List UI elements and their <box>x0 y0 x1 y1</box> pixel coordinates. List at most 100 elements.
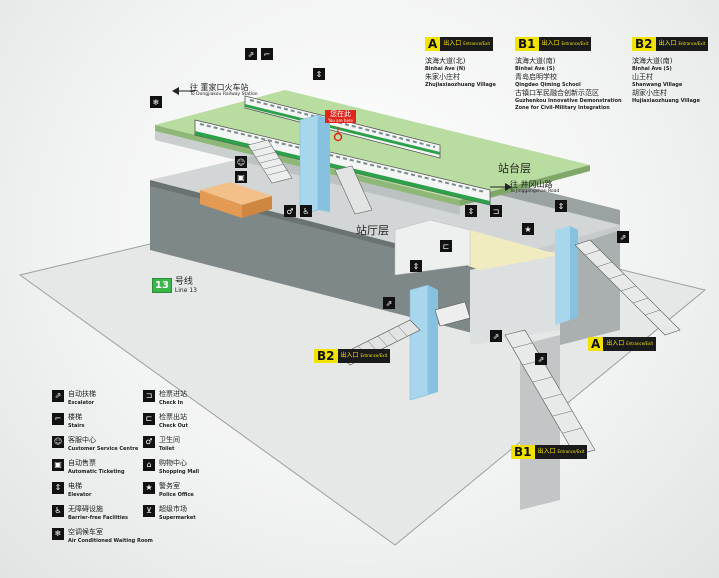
floating-exit-a-tag: 出入口 Entrance/Exit <box>603 336 657 351</box>
platform-floor <box>155 90 590 200</box>
ac-waiting-room-icon: ❄ <box>52 528 64 540</box>
svg-text:⇗: ⇗ <box>620 233 627 242</box>
legend-label-cn: 自动售票 <box>68 459 96 467</box>
exit-b1-dest-2-en: Guzhenkou Innovative Demonstration Zone … <box>515 98 622 111</box>
exit-b2-dest-0-en: Binhai Ave (S) <box>632 66 672 72</box>
legend-label-en: Air Conditioned Waiting Room <box>68 538 153 544</box>
legend-label-en: Check Out <box>159 423 188 429</box>
exit-b2-dest-1-cn: 山王村 <box>632 73 653 81</box>
you-are-here-cn: 您在此 <box>329 110 351 118</box>
exit-a-code: A <box>425 36 441 51</box>
legend-item: ⌐ 楼梯 Stairs <box>52 413 85 431</box>
legend-label-en: Police Office <box>159 492 194 498</box>
svg-text:♂: ♂ <box>286 207 293 216</box>
svg-text:⊏: ⊏ <box>443 242 450 251</box>
legend-text: 楼梯 Stairs <box>68 413 85 431</box>
legend-label-cn: 电梯 <box>68 482 82 490</box>
legend-item: ♿ 无障碍设施 Barrier-free Facilities <box>52 505 128 523</box>
exit-a-tag-cn: 出入口 <box>443 39 462 47</box>
svg-text:☺: ☺ <box>237 158 245 167</box>
exit-b2-dest-2-en: Hujiaxiaozhuang Village <box>632 98 700 104</box>
concourse-level-label: 站厅层 <box>356 224 389 237</box>
exit-b1-tag: 出入口 Entrance/Exit <box>538 36 592 51</box>
svg-text:★: ★ <box>524 225 531 234</box>
floating-exit-b2-tag-cn: 出入口 <box>340 351 359 359</box>
legend-text: 自动扶梯 Escalator <box>68 390 96 408</box>
svg-text:⌐: ⌐ <box>264 50 271 59</box>
legend-label-en: Barrier-free Facilities <box>68 515 128 521</box>
exit-b2-tag-cn: 出入口 <box>658 39 677 47</box>
direction-right-label: 往 井冈山路 To Jinggangshan Road <box>510 180 559 194</box>
exit-b1-dest-1-cn: 青岛启明学校 <box>515 73 557 81</box>
line-number: 13 <box>152 278 172 293</box>
toilet-icon: ♂ <box>143 436 155 448</box>
exit-b2-dest-0-cn: 滨海大道(南) <box>632 57 673 65</box>
svg-text:⇗: ⇗ <box>493 332 500 341</box>
floating-exit-a-tag-en: Entrance/Exit <box>626 340 654 346</box>
legend-text: 自动售票 Automatic Ticketing <box>68 459 125 477</box>
exit-b1-stairs <box>504 329 596 456</box>
exit-b1-dest-2-cn: 古镇口军民融合创新示范区 <box>515 89 599 97</box>
legend-label-cn: 自动扶梯 <box>68 390 96 398</box>
legend-label-en: Automatic Ticketing <box>68 469 125 475</box>
legend-label-en: Stairs <box>68 423 85 429</box>
passage-floor <box>470 250 560 345</box>
exit-b1-tag-cn: 出入口 <box>541 39 560 47</box>
exit-b2-tag-en: Entrance/Exit <box>678 40 706 46</box>
line-cn: 号线 <box>174 277 193 287</box>
svg-text:⇗: ⇗ <box>538 355 545 364</box>
exit-b1-dest-1-en: Qingdao Qiming School <box>515 82 581 88</box>
svg-text:⇕: ⇕ <box>316 70 323 79</box>
floating-exit-b2-code: B2 <box>314 348 338 363</box>
svg-text:⇗: ⇗ <box>386 299 393 308</box>
svg-text:⇗: ⇗ <box>248 50 255 59</box>
exit-a-stairs <box>574 239 681 336</box>
legend-text: 无障碍设施 Barrier-free Facilities <box>68 505 128 523</box>
supermarket-icon: ⊻ <box>143 505 155 517</box>
floating-exit-b1-tag-cn: 出入口 <box>537 447 556 455</box>
legend-label-en: Toilet <box>159 446 175 452</box>
exit-a-tag-en: Entrance/Exit <box>463 40 491 46</box>
exit-a-dest-0-cn: 滨海大道(北) <box>425 57 466 65</box>
accessibility-icon: ♿ <box>52 505 64 517</box>
legend-label-cn: 无障碍设施 <box>68 505 103 513</box>
stairs-icon: ⌐ <box>52 413 64 425</box>
exit-b2-tag: 出入口 Entrance/Exit <box>655 36 709 51</box>
exit-b1-dest-0-en: Binhai Ave (S) <box>515 66 555 72</box>
svg-text:♿: ♿ <box>302 207 309 216</box>
legend-label-cn: 购物中心 <box>159 459 187 467</box>
direction-left-en: To Dongjiakou Railway Station <box>190 92 258 97</box>
legend-label-en: Check In <box>159 400 184 406</box>
shopping-mall-icon: ⌂ <box>143 459 155 471</box>
legend-label-en: Customer Service Centre <box>68 446 139 452</box>
legend-label-cn: 楼梯 <box>68 413 82 421</box>
you-are-here-marker <box>333 132 343 142</box>
direction-right-en: To Jinggangshan Road <box>510 189 560 194</box>
svg-text:⇕: ⇕ <box>468 207 475 216</box>
floating-exit-b1-tag: 出入口 Entrance/Exit <box>534 444 588 459</box>
customer-service-icon: ☺ <box>52 436 64 448</box>
exit-a-dest-1-en: Zhujiaxiaozhuang Village <box>425 82 496 88</box>
legend-label-en: Escalator <box>68 400 95 406</box>
police-office-icon: ★ <box>143 482 155 494</box>
